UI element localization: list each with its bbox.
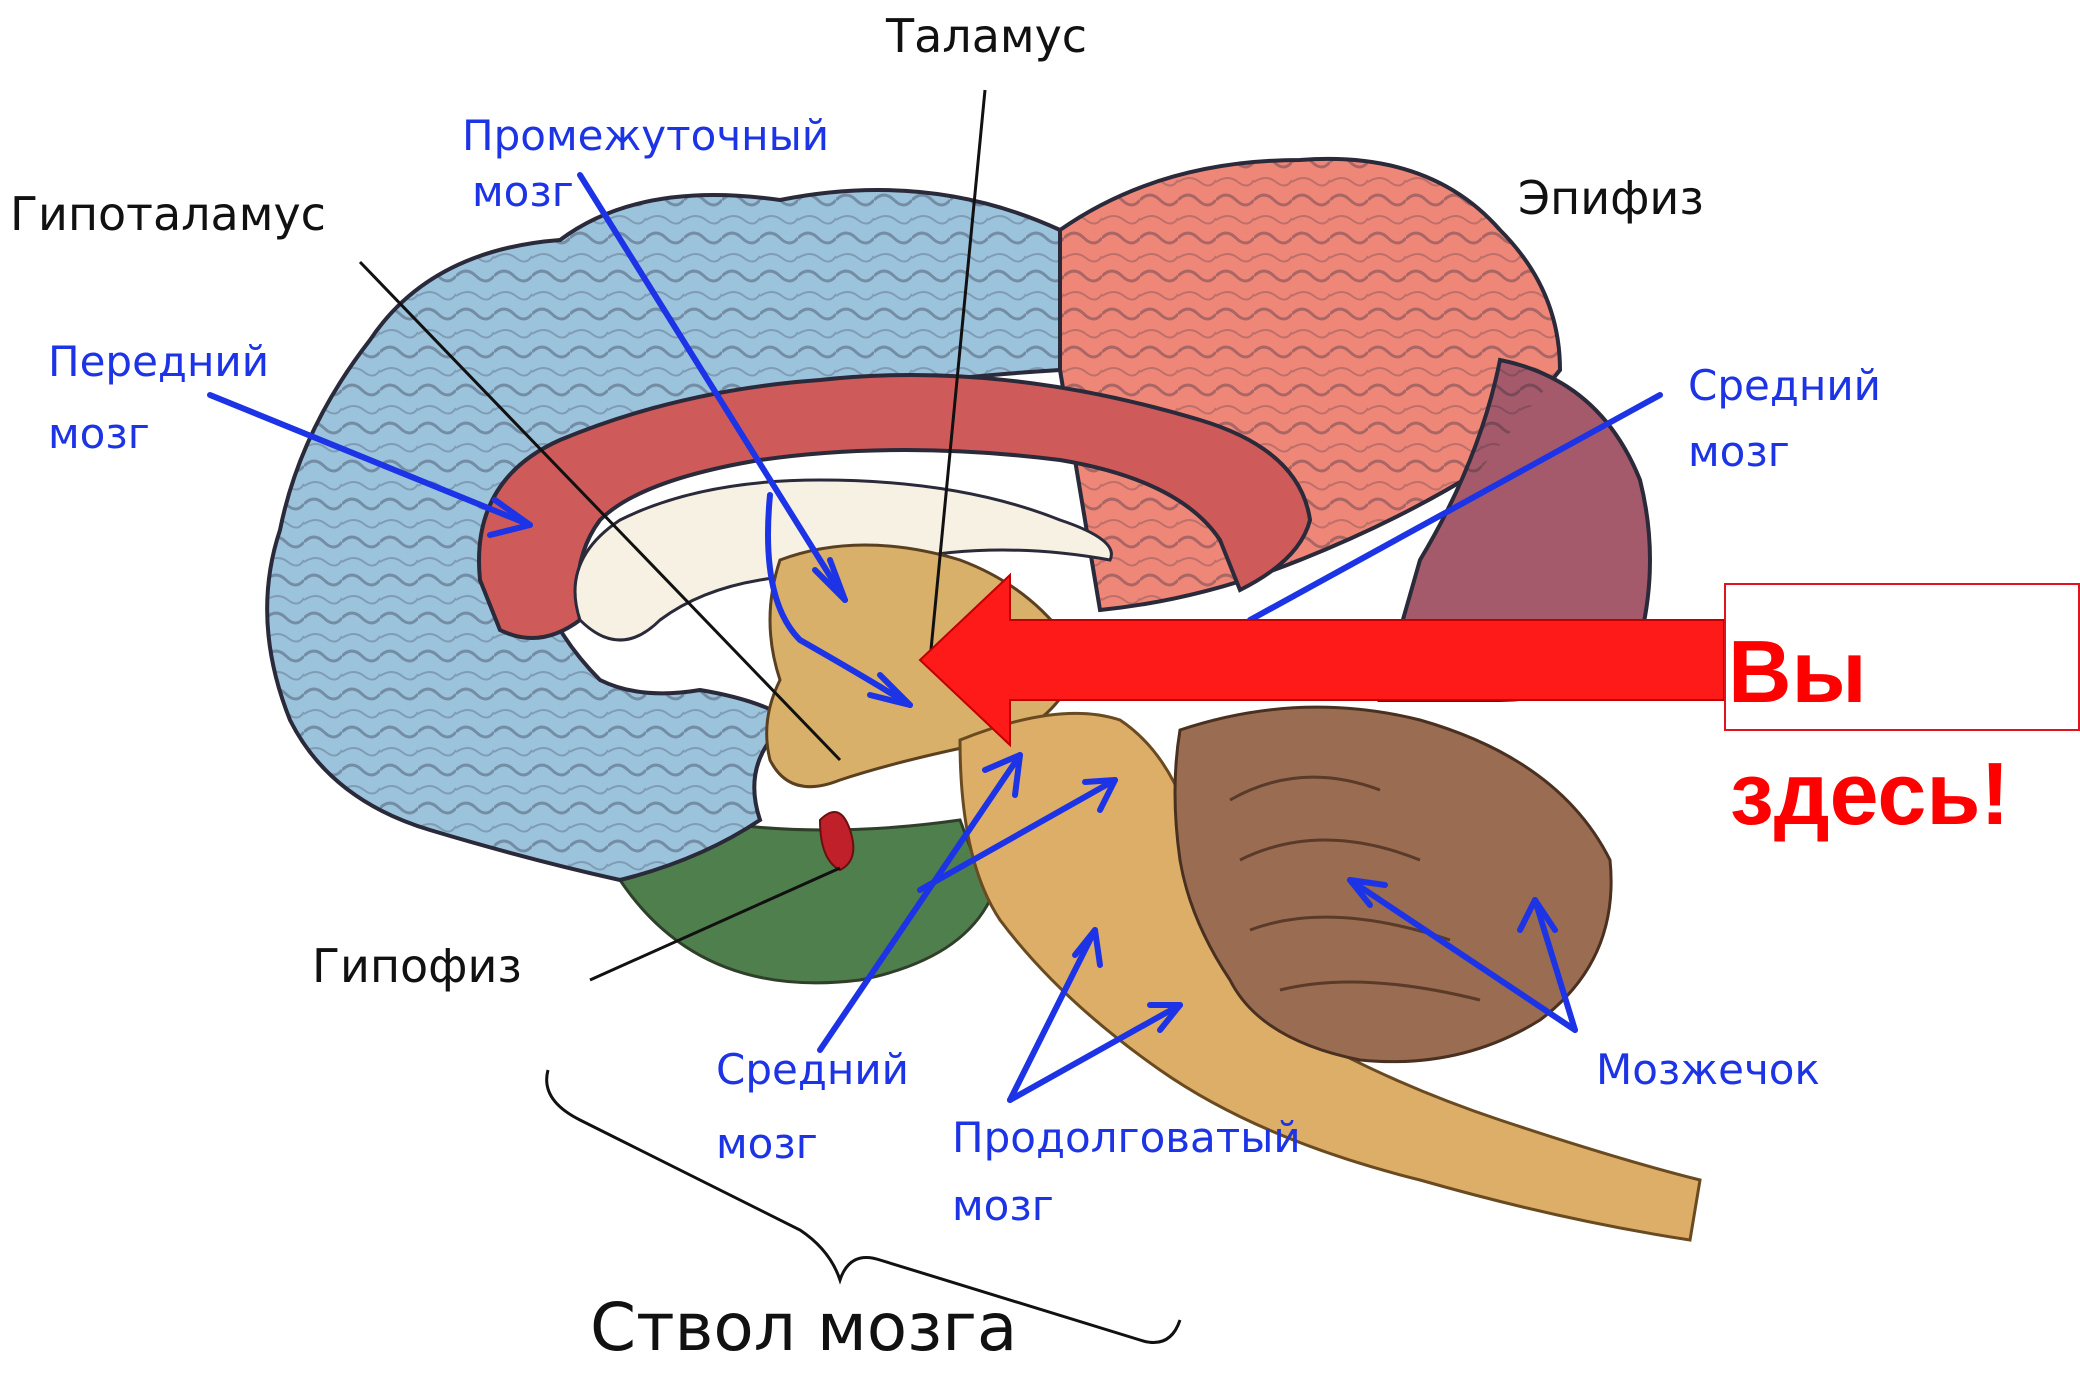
- you-are-here-line1: Вы: [1728, 628, 1867, 716]
- medulla-label-line2: мозг: [952, 1182, 1054, 1230]
- brainstem-label: Ствол мозга: [590, 1290, 1017, 1366]
- forebrain-label-line1: Передний: [48, 338, 269, 386]
- medulla-label-line1: Продолговатый: [952, 1114, 1301, 1162]
- diencephalon-label-line1: Промежуточный: [462, 112, 829, 160]
- midbrain-bottom-label-line1: Средний: [716, 1046, 909, 1094]
- midbrain-right-label-line1: Средний: [1688, 362, 1881, 410]
- midbrain-right-label-line2: мозг: [1688, 428, 1790, 476]
- thalamus-label: Таламус: [886, 10, 1087, 63]
- cerebellum-label: Мозжечок: [1596, 1046, 1820, 1094]
- you-are-here-line2: здесь!: [1730, 750, 2010, 838]
- diencephalon-label-line2: мозг: [472, 168, 574, 216]
- epiphysis-label: Эпифиз: [1518, 172, 1704, 225]
- forebrain-label-line2: мозг: [48, 410, 150, 458]
- hypothalamus-label: Гипоталамус: [10, 188, 326, 241]
- midbrain-bottom-label-line2: мозг: [716, 1120, 818, 1168]
- pituitary-label: Гипофиз: [312, 940, 522, 993]
